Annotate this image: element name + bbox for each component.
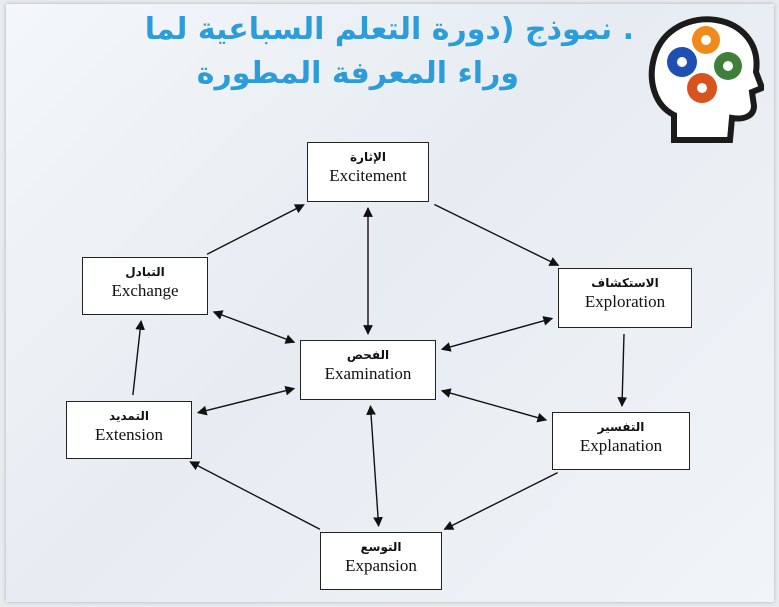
- node-exploration-english: Exploration: [584, 292, 666, 311]
- node-extension: التمديد Extension: [66, 401, 192, 459]
- diagram-arrows: [132, 203, 628, 530]
- node-extension-arabic: التمديد: [109, 409, 149, 423]
- node-examination-arabic: الفحص: [346, 348, 390, 362]
- arrow-exchange-examination: [212, 310, 296, 344]
- node-examination: الفحص Examination: [300, 340, 436, 400]
- node-explanation-english: Explanation: [579, 436, 663, 455]
- node-exploration-arabic: الاستكشاف: [591, 276, 659, 290]
- arrow-extension-exchange: [132, 319, 146, 396]
- arrow-exchange-excitement: [206, 204, 305, 255]
- arrow-exploration-examination: [440, 316, 554, 352]
- title-line-1: . نموذج (دورة التعلم السباعية لما: [144, 12, 634, 47]
- node-expansion-english: Expansion: [345, 556, 417, 575]
- node-exchange-english: Exchange: [111, 281, 179, 300]
- arrow-explanation-examination: [440, 388, 548, 423]
- node-expansion-arabic: التوسع: [360, 540, 402, 554]
- brain-gears-icon: [648, 16, 764, 143]
- arrow-expansion-extension: [189, 461, 321, 530]
- arrow-exploration-explanation: [617, 333, 628, 407]
- node-excitement-arabic: الإثارة: [349, 150, 387, 164]
- arrow-explanation-expansion: [443, 472, 558, 530]
- node-excitement: الإثارة Excitement: [307, 142, 429, 202]
- node-examination-english: Examination: [324, 364, 412, 383]
- node-exchange: التبادل Exchange: [82, 257, 208, 315]
- node-excitement-english: Excitement: [329, 166, 407, 185]
- arrow-expansion-examination: [366, 405, 383, 527]
- node-expansion: التوسع Expansion: [320, 532, 442, 590]
- arrow-extension-examination: [196, 385, 296, 416]
- slide: . نموذج (دورة التعلم السباعية لما وراء ا…: [6, 4, 774, 602]
- node-explanation-arabic: التفسير: [597, 420, 645, 434]
- node-extension-english: Extension: [95, 425, 163, 444]
- node-exchange-arabic: التبادل: [125, 265, 165, 279]
- title-line-2: وراء المعرفة المطورة: [196, 56, 519, 91]
- node-explanation: التفسير Explanation: [552, 412, 690, 470]
- node-exploration: الاستكشاف Exploration: [558, 268, 692, 328]
- arrow-excitement-exploration: [434, 203, 560, 266]
